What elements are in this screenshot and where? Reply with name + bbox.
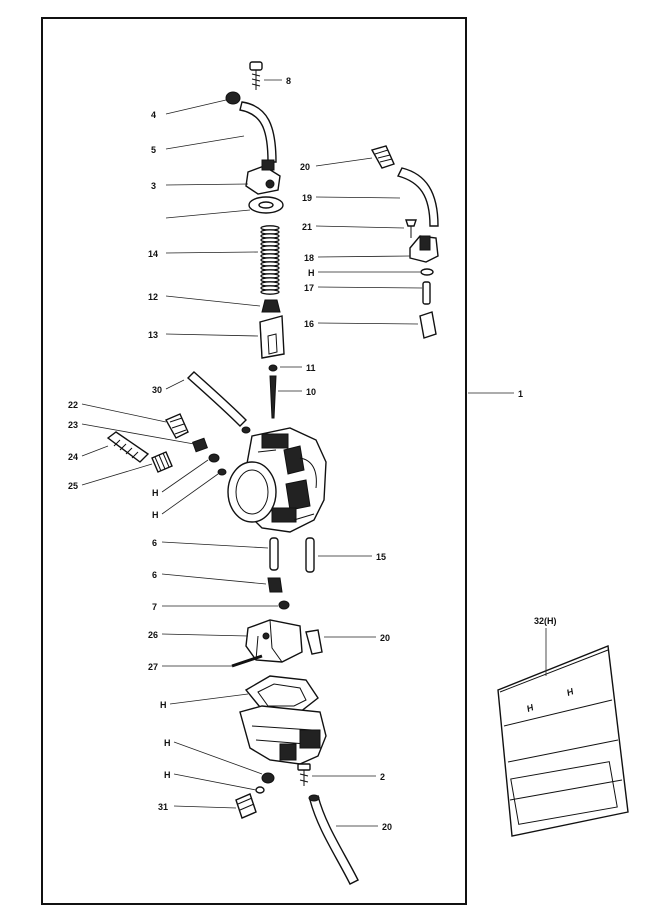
part-gasket-kit-bag: H H	[497, 645, 629, 837]
spring-coil	[260, 289, 280, 295]
part-screw-2	[297, 763, 311, 786]
label-15: 15	[376, 552, 386, 562]
diagram-frame	[41, 17, 467, 905]
label-7: 7	[152, 602, 157, 612]
part-spring-25	[151, 451, 173, 473]
label-h-washer: H	[164, 770, 171, 780]
label-h-left-1: H	[152, 488, 159, 498]
part-screw-top	[249, 61, 263, 90]
part-jet-15	[305, 537, 315, 573]
label-4: 4	[151, 110, 156, 120]
part-float	[245, 619, 303, 663]
part-washer-right	[420, 268, 434, 276]
part-gasket	[244, 675, 319, 713]
label-6-upper: 6	[152, 538, 157, 548]
part-carburetor-body	[227, 427, 327, 533]
part-tube-5	[239, 101, 277, 163]
label-30: 30	[152, 385, 162, 395]
svg-text:H: H	[525, 702, 535, 714]
part-needle	[269, 375, 277, 419]
label-21: 21	[302, 222, 312, 232]
part-drain-screw	[235, 793, 257, 819]
part-labels: 8 4 5 3 20 19 21 14 18 H 17 12 16 13 11 …	[68, 76, 557, 832]
label-26: 26	[148, 630, 158, 640]
part-jet-6a	[269, 537, 279, 571]
label-14: 14	[148, 249, 158, 259]
label-20-bottom: 20	[382, 822, 392, 832]
label-22: 22	[68, 400, 78, 410]
label-27: 27	[148, 662, 158, 672]
leader-lines	[81, 79, 547, 827]
label-5: 5	[151, 145, 156, 155]
label-20-top: 20	[300, 162, 310, 172]
part-o-ring-lower	[217, 468, 227, 476]
label-8-top: 8	[286, 76, 291, 86]
label-h-right: H	[308, 268, 315, 278]
label-12: 12	[148, 292, 158, 302]
part-seat-23	[192, 437, 208, 453]
part-hose-29	[309, 794, 359, 885]
part-jet-6b	[267, 577, 283, 593]
part-retainer	[261, 299, 281, 313]
label-13: 13	[148, 330, 158, 340]
part-o-ring-bottom	[261, 772, 275, 784]
label-2: 2	[380, 772, 385, 782]
label-16: 16	[304, 319, 314, 329]
label-23: 23	[68, 420, 78, 430]
part-float-needle	[305, 629, 323, 655]
part-pin-27	[231, 654, 263, 668]
part-nipple-20	[370, 145, 395, 169]
label-24: 24	[68, 452, 78, 462]
label-h-left-2: H	[152, 510, 159, 520]
part-washer	[248, 196, 284, 214]
label-11: 11	[306, 363, 316, 373]
part-screw-22	[165, 413, 189, 439]
label-17: 17	[304, 283, 314, 293]
label-19: 19	[302, 193, 312, 203]
label-h-o-ring: H	[164, 738, 171, 748]
part-cable-adjuster	[245, 159, 281, 195]
label-18: 18	[304, 253, 314, 263]
label-31: 31	[158, 802, 168, 812]
label-3: 3	[151, 181, 156, 191]
part-bracket-18	[409, 235, 439, 263]
part-float-bowl	[239, 705, 327, 765]
part-hose-30	[186, 371, 247, 427]
part-nut-7	[278, 600, 290, 610]
label-20-middle: 20	[380, 633, 390, 643]
part-throttle-valve	[259, 315, 285, 359]
label-32: 32(H)	[534, 616, 557, 626]
label-10: 10	[306, 387, 316, 397]
label-1: 1	[518, 389, 523, 399]
part-pin-17	[422, 281, 431, 305]
part-clip	[268, 364, 278, 372]
part-plunger-16	[419, 311, 437, 339]
label-6-lower: 6	[152, 570, 157, 580]
part-o-ring-upper	[208, 453, 220, 463]
part-hose-fitting	[241, 426, 251, 434]
svg-text:H: H	[565, 686, 575, 698]
part-hose-19	[396, 167, 439, 227]
part-screw-21	[405, 219, 417, 238]
part-cap	[225, 91, 241, 105]
label-25: 25	[68, 481, 78, 491]
part-hose-29-end	[308, 794, 320, 802]
part-screw-24	[106, 431, 150, 463]
part-spring	[260, 225, 280, 295]
part-washer-bottom	[255, 786, 265, 794]
label-h-gasket: H	[160, 700, 167, 710]
